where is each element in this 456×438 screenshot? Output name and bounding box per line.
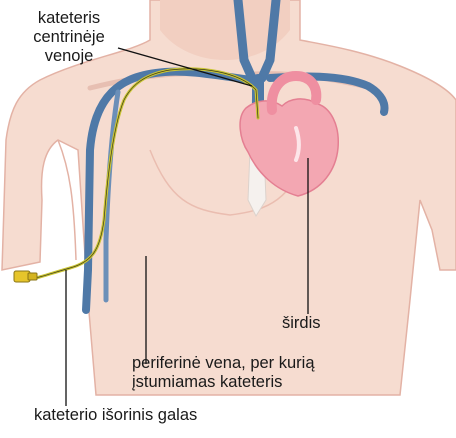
label-line: įstumiamas kateteris xyxy=(132,373,315,392)
label-line: kateteris xyxy=(6,9,132,28)
label-line: venoje xyxy=(6,47,132,66)
label-heart: širdis xyxy=(282,314,321,333)
label-line: centrinėje xyxy=(6,28,132,47)
catheter-connector xyxy=(14,271,37,282)
label-line: periferinė vena, per kurią xyxy=(132,354,315,373)
left-arm-line xyxy=(58,140,76,260)
label-central-venous-catheter: kateteris centrinėje venoje xyxy=(6,9,132,66)
label-catheter-external-end: kateterio išorinis galas xyxy=(34,406,197,425)
label-peripheral-vein: periferinė vena, per kurią įstumiamas ka… xyxy=(132,354,315,392)
